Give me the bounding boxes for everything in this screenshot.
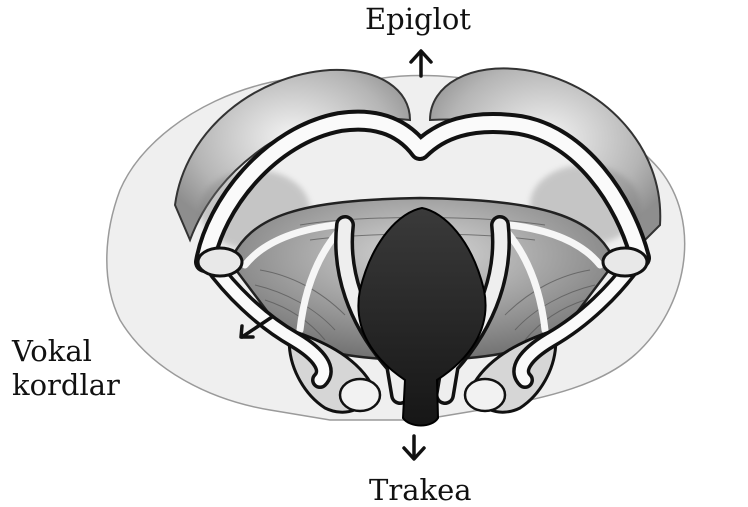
epiglot-label: Epiglot — [365, 5, 471, 34]
right-cartilage-knob — [603, 248, 647, 276]
vocal-cords-label-line2: kordlar — [12, 371, 120, 400]
trakea-arrow — [404, 436, 424, 459]
right-cuneiform — [465, 379, 505, 411]
epiglot-arrow — [411, 51, 431, 76]
left-cuneiform — [340, 379, 380, 411]
left-cartilage-knob — [198, 248, 242, 276]
trachea-label: Trakea — [369, 476, 472, 505]
vocal-cords-label-line1: Vokal — [12, 337, 92, 366]
